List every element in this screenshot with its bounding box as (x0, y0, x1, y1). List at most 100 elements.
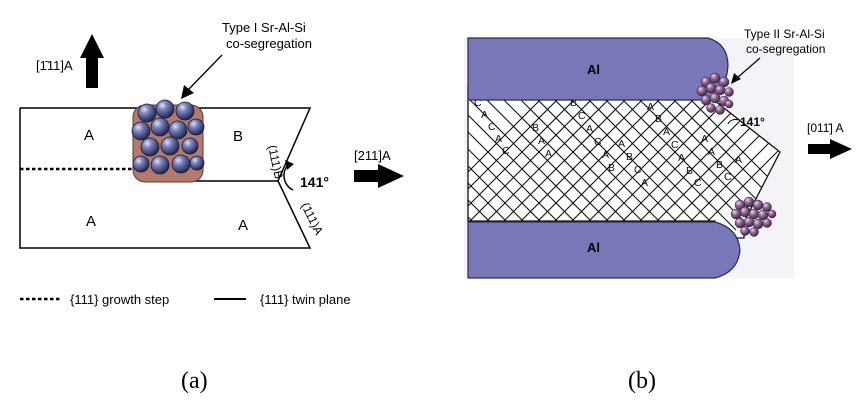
stacking-letter: A (586, 123, 593, 135)
legend-a: {111} growth step {111} twin plane (20, 292, 351, 307)
stripe-line (468, 86, 578, 231)
stripe-line (468, 86, 601, 231)
stripe-line (698, 86, 780, 231)
right-arrow-icon (354, 164, 404, 188)
stacking-letter: B (686, 165, 693, 177)
stripe-line (585, 86, 737, 231)
stacking-letter: C (724, 171, 732, 183)
direction-up-label: [1̄11]A (36, 58, 73, 73)
stripe-line (681, 86, 780, 231)
stripe-line (551, 86, 703, 231)
type-i-label-line1: Type I Sr-Al-Si (222, 20, 306, 35)
stacking-letter: A (647, 101, 654, 113)
stacking-letter: A (701, 133, 708, 145)
right-arrow-b-icon (808, 139, 852, 159)
stripe-line (468, 86, 499, 231)
stacking-letter: B (570, 97, 577, 109)
stacking-letter: C (502, 145, 510, 157)
region-b: B (233, 128, 243, 145)
stacking-letter: C (578, 110, 586, 122)
stripe-line (468, 86, 516, 231)
stripe-line (562, 86, 714, 231)
up-arrow-icon (80, 34, 104, 88)
stacking-letter: A (538, 135, 545, 147)
stacking-letter: C (694, 177, 702, 189)
panel-a: [1̄11]A Type I Sr-Al-Si co-segregation A… (19, 20, 404, 307)
stacking-letter: A (663, 126, 670, 138)
stripe-line (500, 86, 652, 231)
angle-label-a: 141° (300, 174, 329, 190)
type-ii-cluster-bottom (730, 196, 777, 237)
twinned-crystal (19, 107, 312, 249)
stacking-letter: A (735, 154, 742, 166)
stacking-letter: B (716, 159, 723, 171)
stripe-line (511, 86, 663, 231)
atom-spheres (131, 99, 205, 175)
direction-label-b: [011̄] A (807, 121, 843, 135)
al-bottom-block: Al (467, 221, 741, 279)
stacking-letter: A (618, 138, 625, 150)
stripe-line (664, 86, 780, 231)
stacking-letter: C (634, 164, 642, 176)
stacking-stripes (468, 86, 780, 231)
plane-b-label: (111)B (265, 144, 286, 180)
stripe-line (468, 86, 595, 231)
al-bottom-label: Al (587, 240, 600, 255)
legend-dashed-label: {111} growth step (70, 292, 169, 307)
angle-arc-b (727, 119, 739, 125)
stacking-letter: A (678, 152, 685, 164)
stacking-letter: C (594, 136, 602, 148)
stripe-line (468, 86, 584, 231)
stripe-line (602, 86, 754, 231)
stacking-letter: C (488, 121, 496, 133)
stacking-letter: A (481, 109, 488, 121)
type-ii-cluster-top (696, 72, 734, 115)
stacking-letter: A (545, 148, 552, 160)
stripe-line (468, 86, 550, 231)
stripe-line (534, 86, 686, 231)
type-ii-label-line1: Type II Sr-Al-Si (744, 27, 825, 41)
al-top-label: Al (587, 62, 600, 77)
caption-a: (a) (181, 368, 208, 394)
stripe-line (477, 86, 629, 231)
stripe-line (483, 86, 635, 231)
stacking-letter: A (495, 133, 502, 145)
stripe-line (528, 86, 680, 231)
stacking-letter: C (474, 97, 482, 109)
stacking-letter: B (655, 113, 662, 125)
stripe-line (568, 86, 720, 231)
al-top-block: Al (467, 37, 729, 101)
stacking-letter: B (532, 122, 539, 134)
stacking-letter: B (608, 162, 615, 174)
legend-solid-label: {111} twin plane (260, 292, 351, 307)
stacking-letter: C (671, 139, 679, 151)
stacking-letter: A (708, 146, 715, 158)
stacking-letter: B (626, 151, 633, 163)
region-a-top: A (84, 127, 94, 144)
stripe-line (517, 86, 669, 231)
stacking-letter: A (602, 149, 609, 161)
stripe-line (468, 86, 618, 231)
caption-b: (b) (628, 368, 656, 394)
pointer-arrow-b (731, 57, 761, 84)
stripe-line (670, 86, 780, 231)
stripe-line (468, 86, 567, 231)
angle-arc-a (283, 160, 294, 191)
type-ii-label-line2: co-segregation (746, 42, 825, 56)
direction-right-label: [211]A (354, 148, 391, 163)
pointer-arrow-a (181, 54, 223, 99)
type-i-label-line2: co-segregation (226, 36, 312, 51)
region-a-bottom-right: A (238, 217, 248, 234)
stacking-letter: A (641, 177, 648, 189)
type-i-cluster (131, 99, 205, 183)
stripe-line (468, 86, 533, 231)
region-a-bottom-left: A (86, 213, 96, 230)
stripe-line (545, 86, 697, 231)
angle-label-b: 141° (740, 115, 765, 129)
stripe-line (468, 86, 561, 231)
